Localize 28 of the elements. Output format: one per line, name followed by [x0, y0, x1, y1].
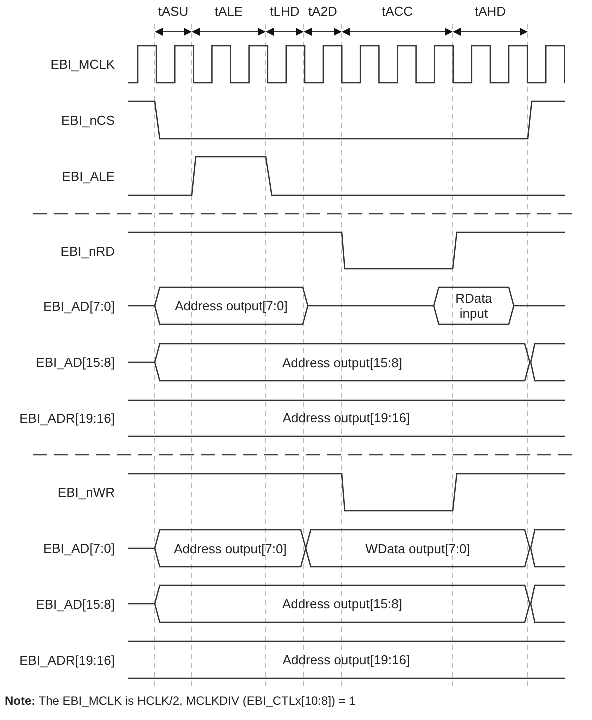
timing-parameter: tA2D: [308, 4, 338, 18]
signal-name: EBI_AD[7:0]: [43, 541, 115, 556]
bus-value-text: WData output[7:0]: [366, 541, 470, 556]
timing-parameter: tLHD: [270, 4, 300, 18]
timing-parameter: tACC: [382, 4, 414, 18]
bus-value-text: RData input: [454, 291, 494, 321]
bus-value-text: Address output[15:8]: [282, 355, 402, 370]
signal-name: EBI_nCS: [62, 112, 115, 128]
bus-value-text: Address output[7:0]: [174, 541, 287, 556]
signal-name: EBI_nWR: [58, 484, 115, 500]
signal-name: EBI_AD[15:8]: [36, 596, 115, 612]
note-text: Note: The EBI_MCLK is HCLK/2, MCLKDIV (EBI_CTLx[10:8]) = 1: [5, 694, 356, 709]
signal-name: EBI_MCLK: [50, 57, 115, 72]
signal-name: EBI_AD[7:0]: [43, 298, 115, 314]
bus-value-band: [128, 400, 565, 436]
timing-parameter: tASU: [158, 4, 189, 18]
signal-name: EBI_ADR[19:16]: [20, 410, 115, 426]
timing-parameter: tALE: [214, 4, 244, 18]
signal-name: EBI_AD[15:8]: [36, 355, 115, 370]
bus-value-text: Address output[15:8]: [282, 596, 402, 612]
signal-name: EBI_nRD: [60, 244, 115, 258]
bus-value-text: Address output[19:16]: [282, 410, 410, 426]
signal-name: EBI_ADR[19:16]: [20, 652, 115, 668]
bus-value-text: Address output[7:0]: [175, 298, 288, 314]
timing-parameter: tAHD: [474, 4, 506, 18]
bus-value-band: [128, 641, 565, 679]
bus-value-text: Address output[19:16]: [282, 652, 410, 668]
signal-name: EBI_ALE: [62, 168, 115, 184]
